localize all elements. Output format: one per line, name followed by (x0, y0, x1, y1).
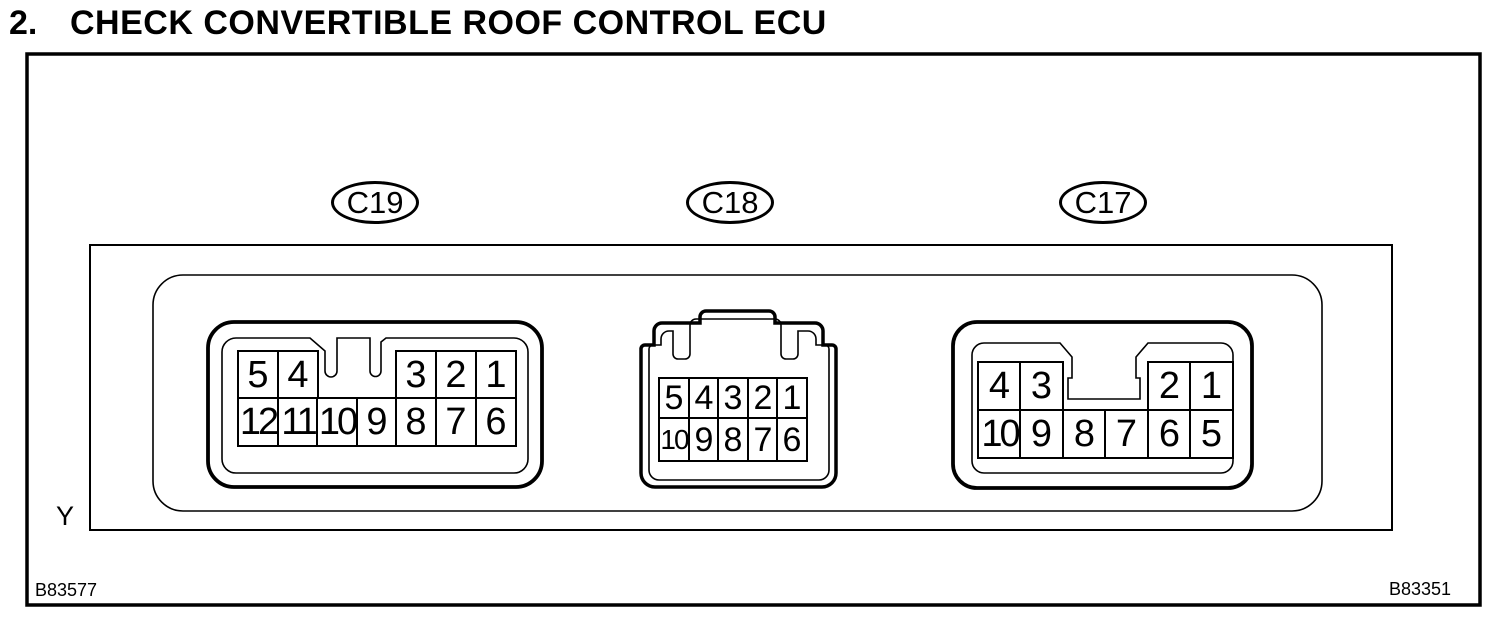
pin-cell-c19-7: 7 (435, 397, 477, 447)
pin-cell-c19-9: 9 (356, 397, 398, 447)
ecu-body-outline (152, 274, 1323, 512)
pin-cell-c17-6: 6 (1147, 409, 1192, 459)
section-title: CHECK CONVERTIBLE ROOF CONTROL ECU (70, 4, 827, 42)
connector-label-c17: C17 (1059, 181, 1147, 224)
pin-cell-c18-10: 10 (658, 417, 690, 462)
c18-inner-outline (648, 318, 830, 481)
pin-cell-c19-3: 3 (395, 350, 437, 399)
figure-border (25, 52, 1482, 607)
pin-cell-c17-4: 4 (977, 361, 1022, 411)
c19-outer-housing (206, 320, 544, 489)
pin-cell-c17-10: 10 (977, 409, 1022, 459)
pin-cell-c19-12: 12 (237, 397, 279, 447)
figure-code-left: B83577 (35, 580, 98, 600)
pin-cell-c19-6: 6 (475, 397, 517, 447)
pin-cell-c17-2: 2 (1147, 361, 1192, 411)
connector-label-c18: C18 (686, 181, 774, 224)
c17-inner-outline (971, 342, 1234, 474)
pin-cell-c19-1: 1 (475, 350, 517, 399)
pin-cell-c19-8: 8 (395, 397, 437, 447)
pin-cell-c19-5: 5 (237, 350, 279, 399)
section-number: 2. (9, 4, 38, 42)
pin-cell-c18-9: 9 (688, 417, 720, 462)
pin-cell-c17-3: 3 (1019, 361, 1064, 411)
pin-cell-c18-2: 2 (747, 377, 779, 419)
pin-cell-c19-10: 10 (316, 397, 358, 447)
pin-cell-c18-4: 4 (688, 377, 720, 419)
view-direction-label: Y (56, 501, 75, 531)
pin-cell-c17-7: 7 (1104, 409, 1149, 459)
pin-cell-c19-4: 4 (277, 350, 319, 399)
pin-cell-c18-3: 3 (717, 377, 749, 419)
pin-cell-c17-1: 1 (1189, 361, 1234, 411)
connector-label-c19: C19 (331, 181, 419, 224)
c18-outer-housing (639, 309, 838, 489)
pin-cell-c18-6: 6 (776, 417, 808, 462)
pin-cell-c17-5: 5 (1189, 409, 1234, 459)
pin-cell-c18-5: 5 (658, 377, 690, 419)
pin-cell-c18-1: 1 (776, 377, 808, 419)
inner-panel-border (89, 244, 1393, 531)
pin-cell-c17-9: 9 (1019, 409, 1064, 459)
pin-cell-c19-11: 11 (277, 397, 319, 447)
pin-cell-c19-2: 2 (435, 350, 477, 399)
pin-cell-c18-8: 8 (717, 417, 749, 462)
c19-inner-outline (221, 337, 529, 474)
figure-code-right: B83351 (1389, 579, 1452, 599)
pin-cell-c18-7: 7 (747, 417, 779, 462)
pin-cell-c17-8: 8 (1062, 409, 1107, 459)
c17-outer-housing (951, 320, 1254, 490)
